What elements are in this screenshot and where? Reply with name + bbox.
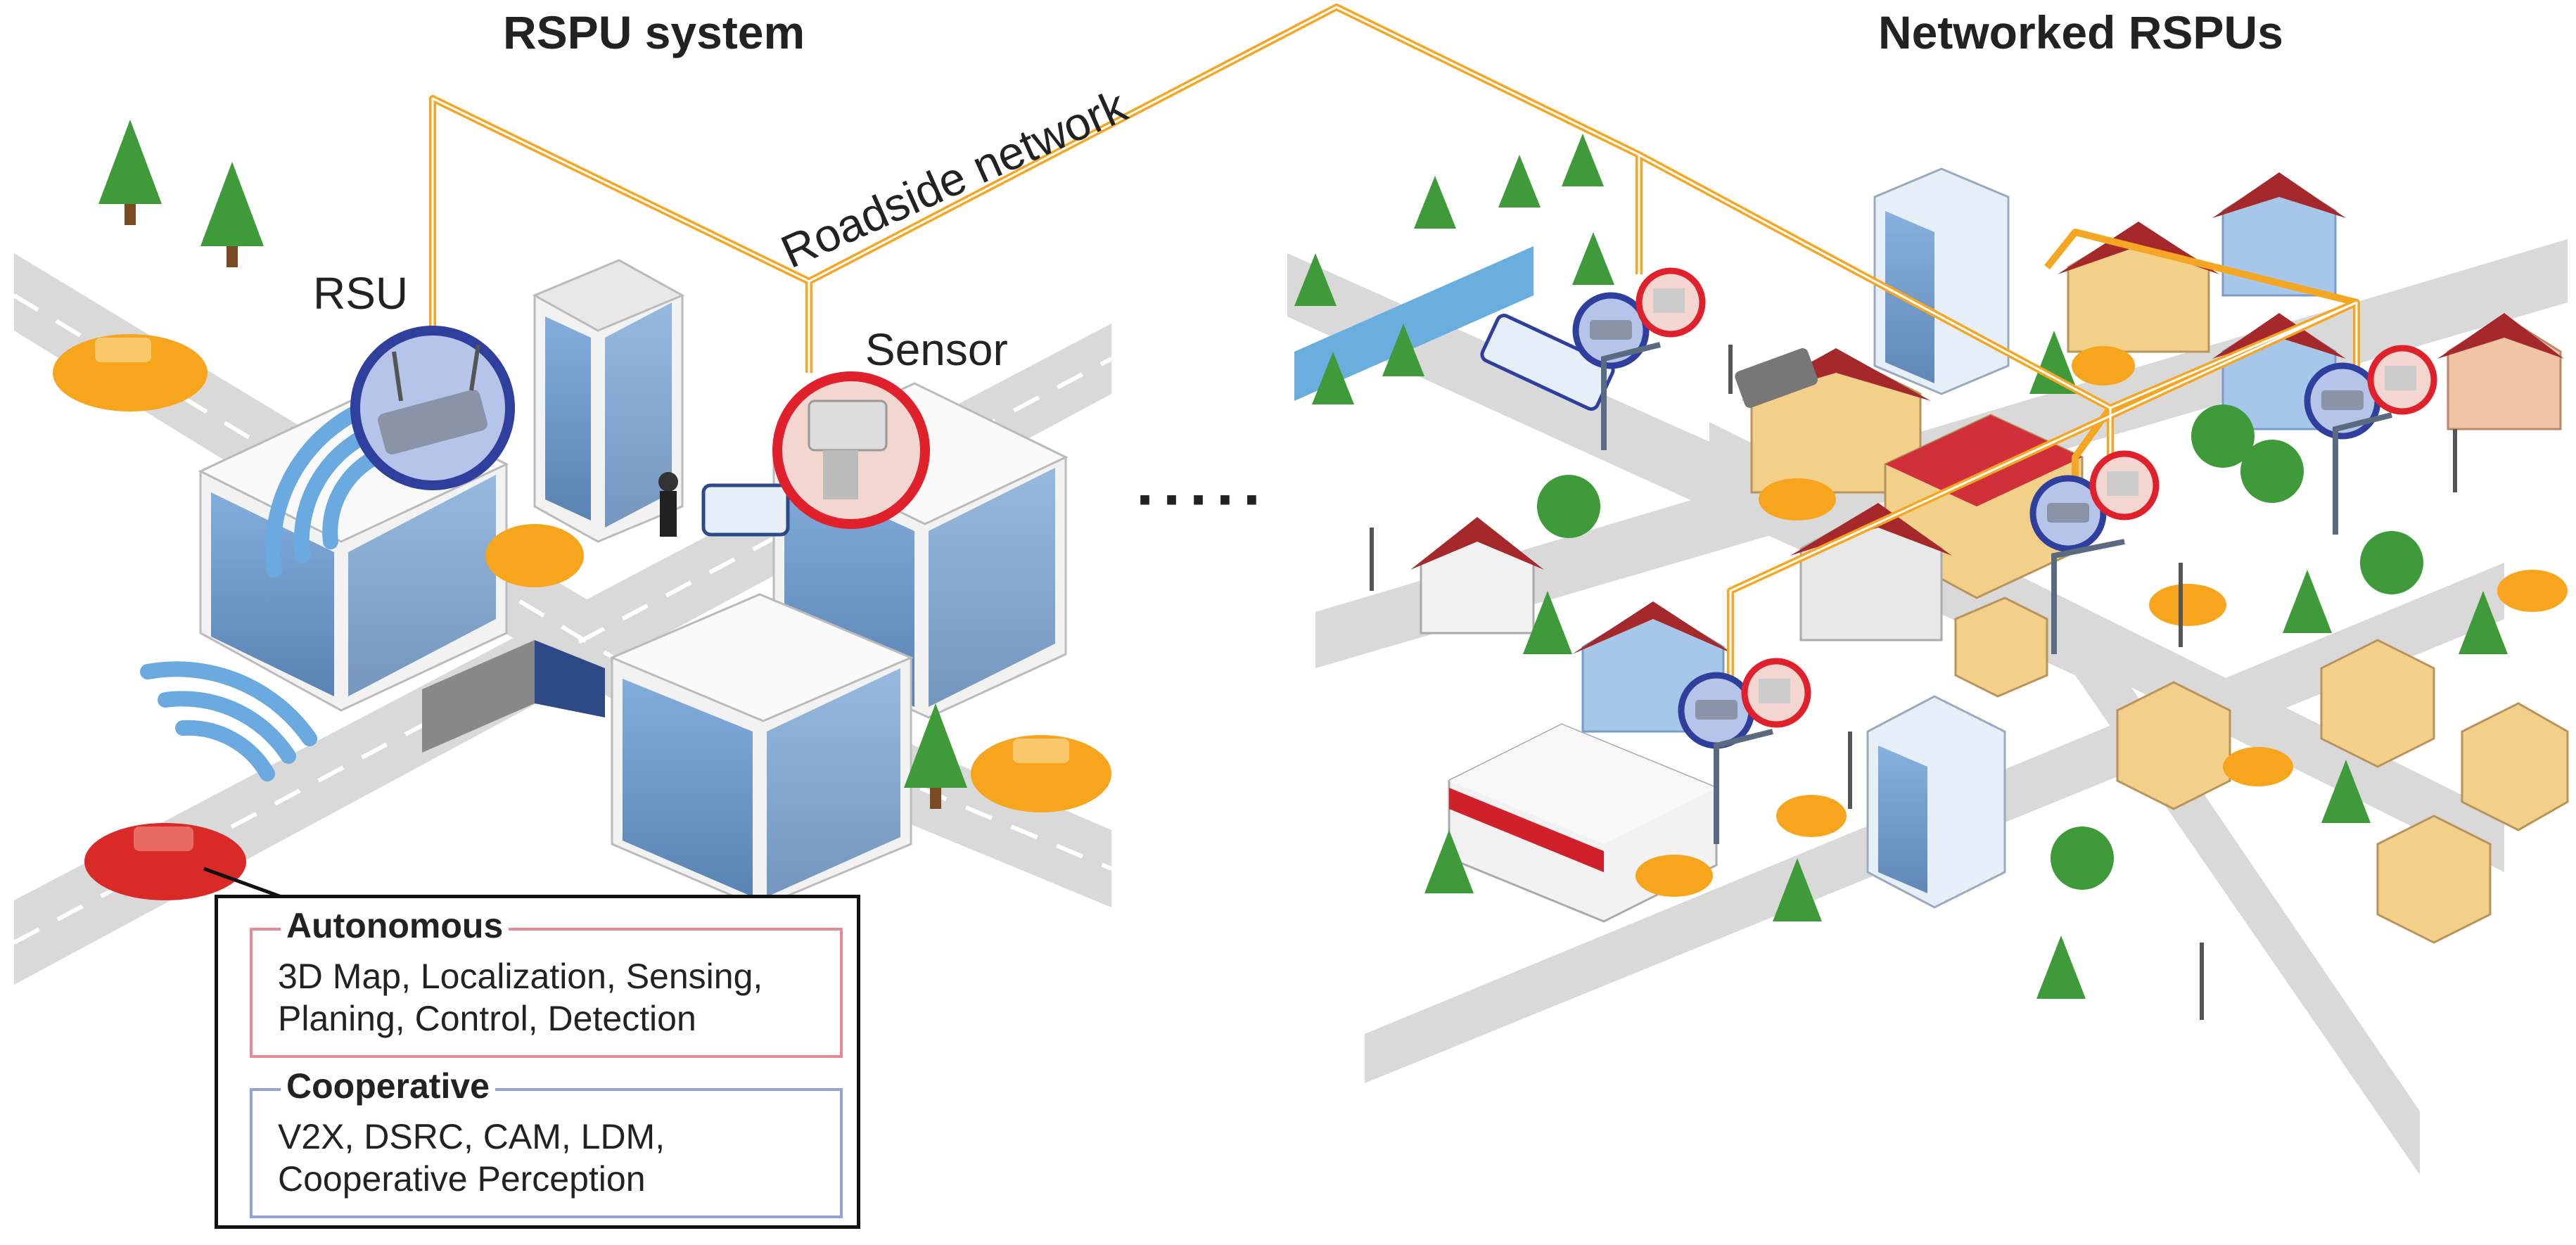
small-shop-1 — [1954, 596, 2048, 698]
taxi-car — [485, 524, 584, 587]
house-red-roof — [1410, 517, 1544, 634]
autonomous-title: Autonomous — [281, 905, 509, 946]
house-pink — [2437, 313, 2564, 430]
right-buildings — [1410, 167, 2569, 944]
pedestrian — [658, 472, 678, 537]
ellipsis-separator: ····· — [1136, 465, 1270, 535]
cooperative-line-2: Cooperative Perception — [278, 1159, 646, 1199]
traffic-lights — [1370, 345, 2457, 1020]
left-trees — [98, 120, 967, 809]
taxi-car — [53, 334, 208, 411]
small-shop-3 — [2320, 639, 2435, 768]
cooperative-group: Cooperative V2X, DSRC, CAM, LDM, Coopera… — [250, 1066, 843, 1218]
right-vehicles — [1480, 314, 2568, 897]
right-tower-1 — [1873, 167, 2010, 395]
small-shop-2 — [2116, 681, 2231, 810]
autonomous-line-1: 3D Map, Localization, Sensing, — [278, 957, 763, 996]
left-vehicles — [53, 334, 1111, 900]
sensor-label: Sensor — [865, 324, 1008, 375]
house-blue-2 — [2212, 172, 2346, 297]
house-tan-1 — [2058, 222, 2219, 353]
small-shop-5 — [2376, 815, 2492, 944]
cooperative-title: Cooperative — [281, 1066, 495, 1106]
autonomous-group: Autonomous 3D Map, Localization, Sensing… — [250, 905, 843, 1058]
left-title: RSPU system — [503, 6, 805, 58]
left-building-c — [609, 593, 914, 909]
sensor-node — [772, 371, 930, 529]
rsu-label: RSU — [313, 268, 409, 319]
callout-pointer — [203, 867, 282, 899]
right-tower-2 — [1866, 695, 2006, 909]
cooperative-line-1: V2X, DSRC, CAM, LDM, — [278, 1117, 665, 1156]
truck — [422, 640, 605, 753]
autonomous-red-car — [84, 823, 246, 900]
right-rsu-sensor-pairs — [1572, 267, 2437, 749]
taxi-car — [971, 735, 1111, 812]
rsu-node — [350, 326, 515, 490]
left-building-tower — [532, 259, 685, 543]
right-title: Networked RSPUs — [1878, 6, 2283, 58]
right-trees — [1294, 134, 2508, 999]
bus — [701, 483, 790, 537]
capabilities-box: Autonomous 3D Map, Localization, Sensing… — [215, 895, 860, 1229]
small-shop-4 — [2461, 702, 2569, 831]
street-lamps — [1601, 342, 2392, 844]
autonomous-line-2: Planing, Control, Detection — [278, 999, 696, 1038]
wifi-arcs — [140, 400, 402, 781]
